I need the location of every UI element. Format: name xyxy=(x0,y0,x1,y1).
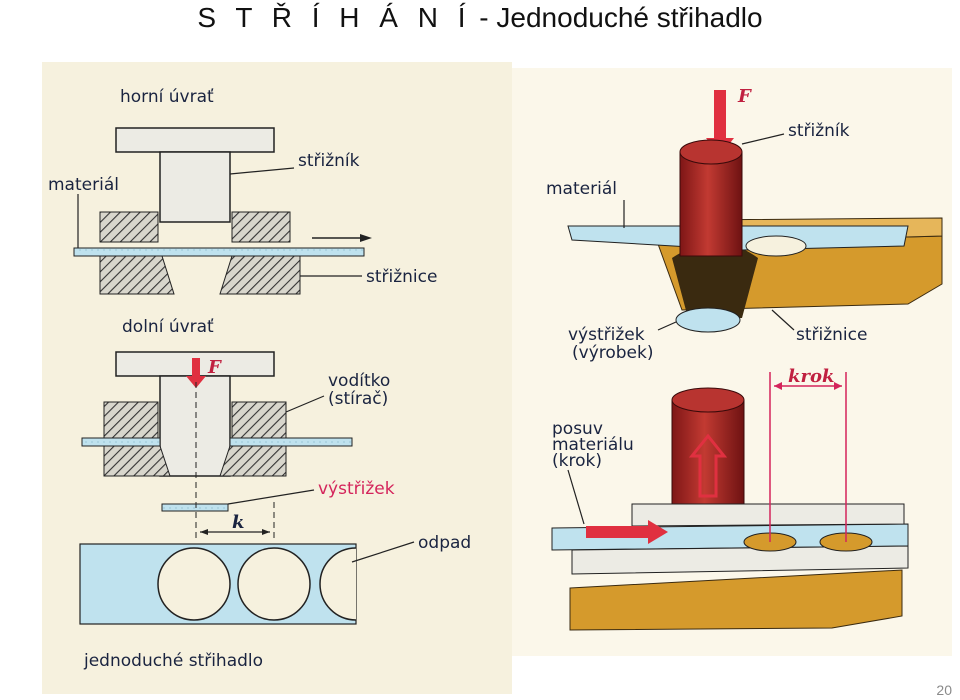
label-material: materiál xyxy=(48,175,119,195)
force-arrow-shaft xyxy=(192,358,200,376)
die-left-top xyxy=(99,255,175,295)
up-arrow-lower xyxy=(688,433,728,498)
die-block-lower xyxy=(569,569,903,631)
label-blank-right: výstřižek xyxy=(568,325,645,345)
label-stripper: (stírač) xyxy=(328,389,388,409)
blank-piece xyxy=(161,503,229,512)
title-spaced: S T Ř Í H Á N Í xyxy=(197,2,472,33)
scrap-hole-3 xyxy=(319,547,357,621)
label-material-right: materiál xyxy=(546,179,617,199)
label-force-right: F xyxy=(737,86,752,107)
label-feed-3: (krok) xyxy=(552,451,602,471)
label-product: (výrobek) xyxy=(572,343,654,363)
title-rest: Jednoduché střihadlo xyxy=(496,2,763,33)
label-pitch: k xyxy=(232,512,244,533)
punch-lower xyxy=(671,399,745,505)
label-punch-right: střižník xyxy=(788,121,850,141)
label-feed-1: posuv xyxy=(552,419,603,439)
feed-arrow-lower xyxy=(586,526,648,538)
punch-holder-top xyxy=(115,127,275,153)
force-arrow-shaft-right xyxy=(714,90,726,138)
left-diagram: horní úvrať střižník materiál střižnice … xyxy=(42,62,512,694)
label-die-right: střižnice xyxy=(796,325,867,345)
scrap-hole-2 xyxy=(237,547,311,621)
punch-bottom xyxy=(159,375,231,477)
scrap-hole-1 xyxy=(157,547,231,621)
title-separator: - xyxy=(471,2,497,33)
label-blank: výstřižek xyxy=(318,479,395,499)
label-bottom-dead-center: dolní úvrať xyxy=(122,317,214,337)
guide-right-bottom xyxy=(231,401,287,439)
material-strip-top xyxy=(73,247,365,257)
die-opening-upper xyxy=(672,243,758,318)
die-left-bottom xyxy=(103,445,171,477)
label-feed-2: materiálu xyxy=(552,435,634,455)
slide-title: S T Ř Í H Á N Í - Jednoduché střihadlo xyxy=(0,2,960,34)
label-guide: vodítko xyxy=(328,371,390,391)
punch-upper xyxy=(679,151,743,257)
label-punch: střižník xyxy=(298,151,360,171)
guide-right-top xyxy=(231,211,291,243)
die-right-bottom xyxy=(219,445,287,477)
label-die: střižnice xyxy=(366,267,437,287)
label-caption: jednoduché střihadlo xyxy=(83,651,263,671)
label-top-dead-center: horní úvrať xyxy=(120,87,214,107)
guide-left-bottom xyxy=(103,401,159,439)
page-number: 20 xyxy=(936,682,952,698)
feed-arrow-top xyxy=(360,234,372,242)
blank-disc xyxy=(675,307,741,333)
label-scrap: odpad xyxy=(418,533,471,553)
material-left-bottom xyxy=(81,437,161,447)
die-right-top xyxy=(219,255,301,295)
guide-left-top xyxy=(99,211,159,243)
label-step: krok xyxy=(788,366,834,387)
punch-top xyxy=(159,151,231,223)
label-force-left: F xyxy=(207,357,222,378)
right-diagram: F střižník materiál výstřižek (výrobek) … xyxy=(512,68,952,656)
material-right-bottom xyxy=(229,437,353,447)
